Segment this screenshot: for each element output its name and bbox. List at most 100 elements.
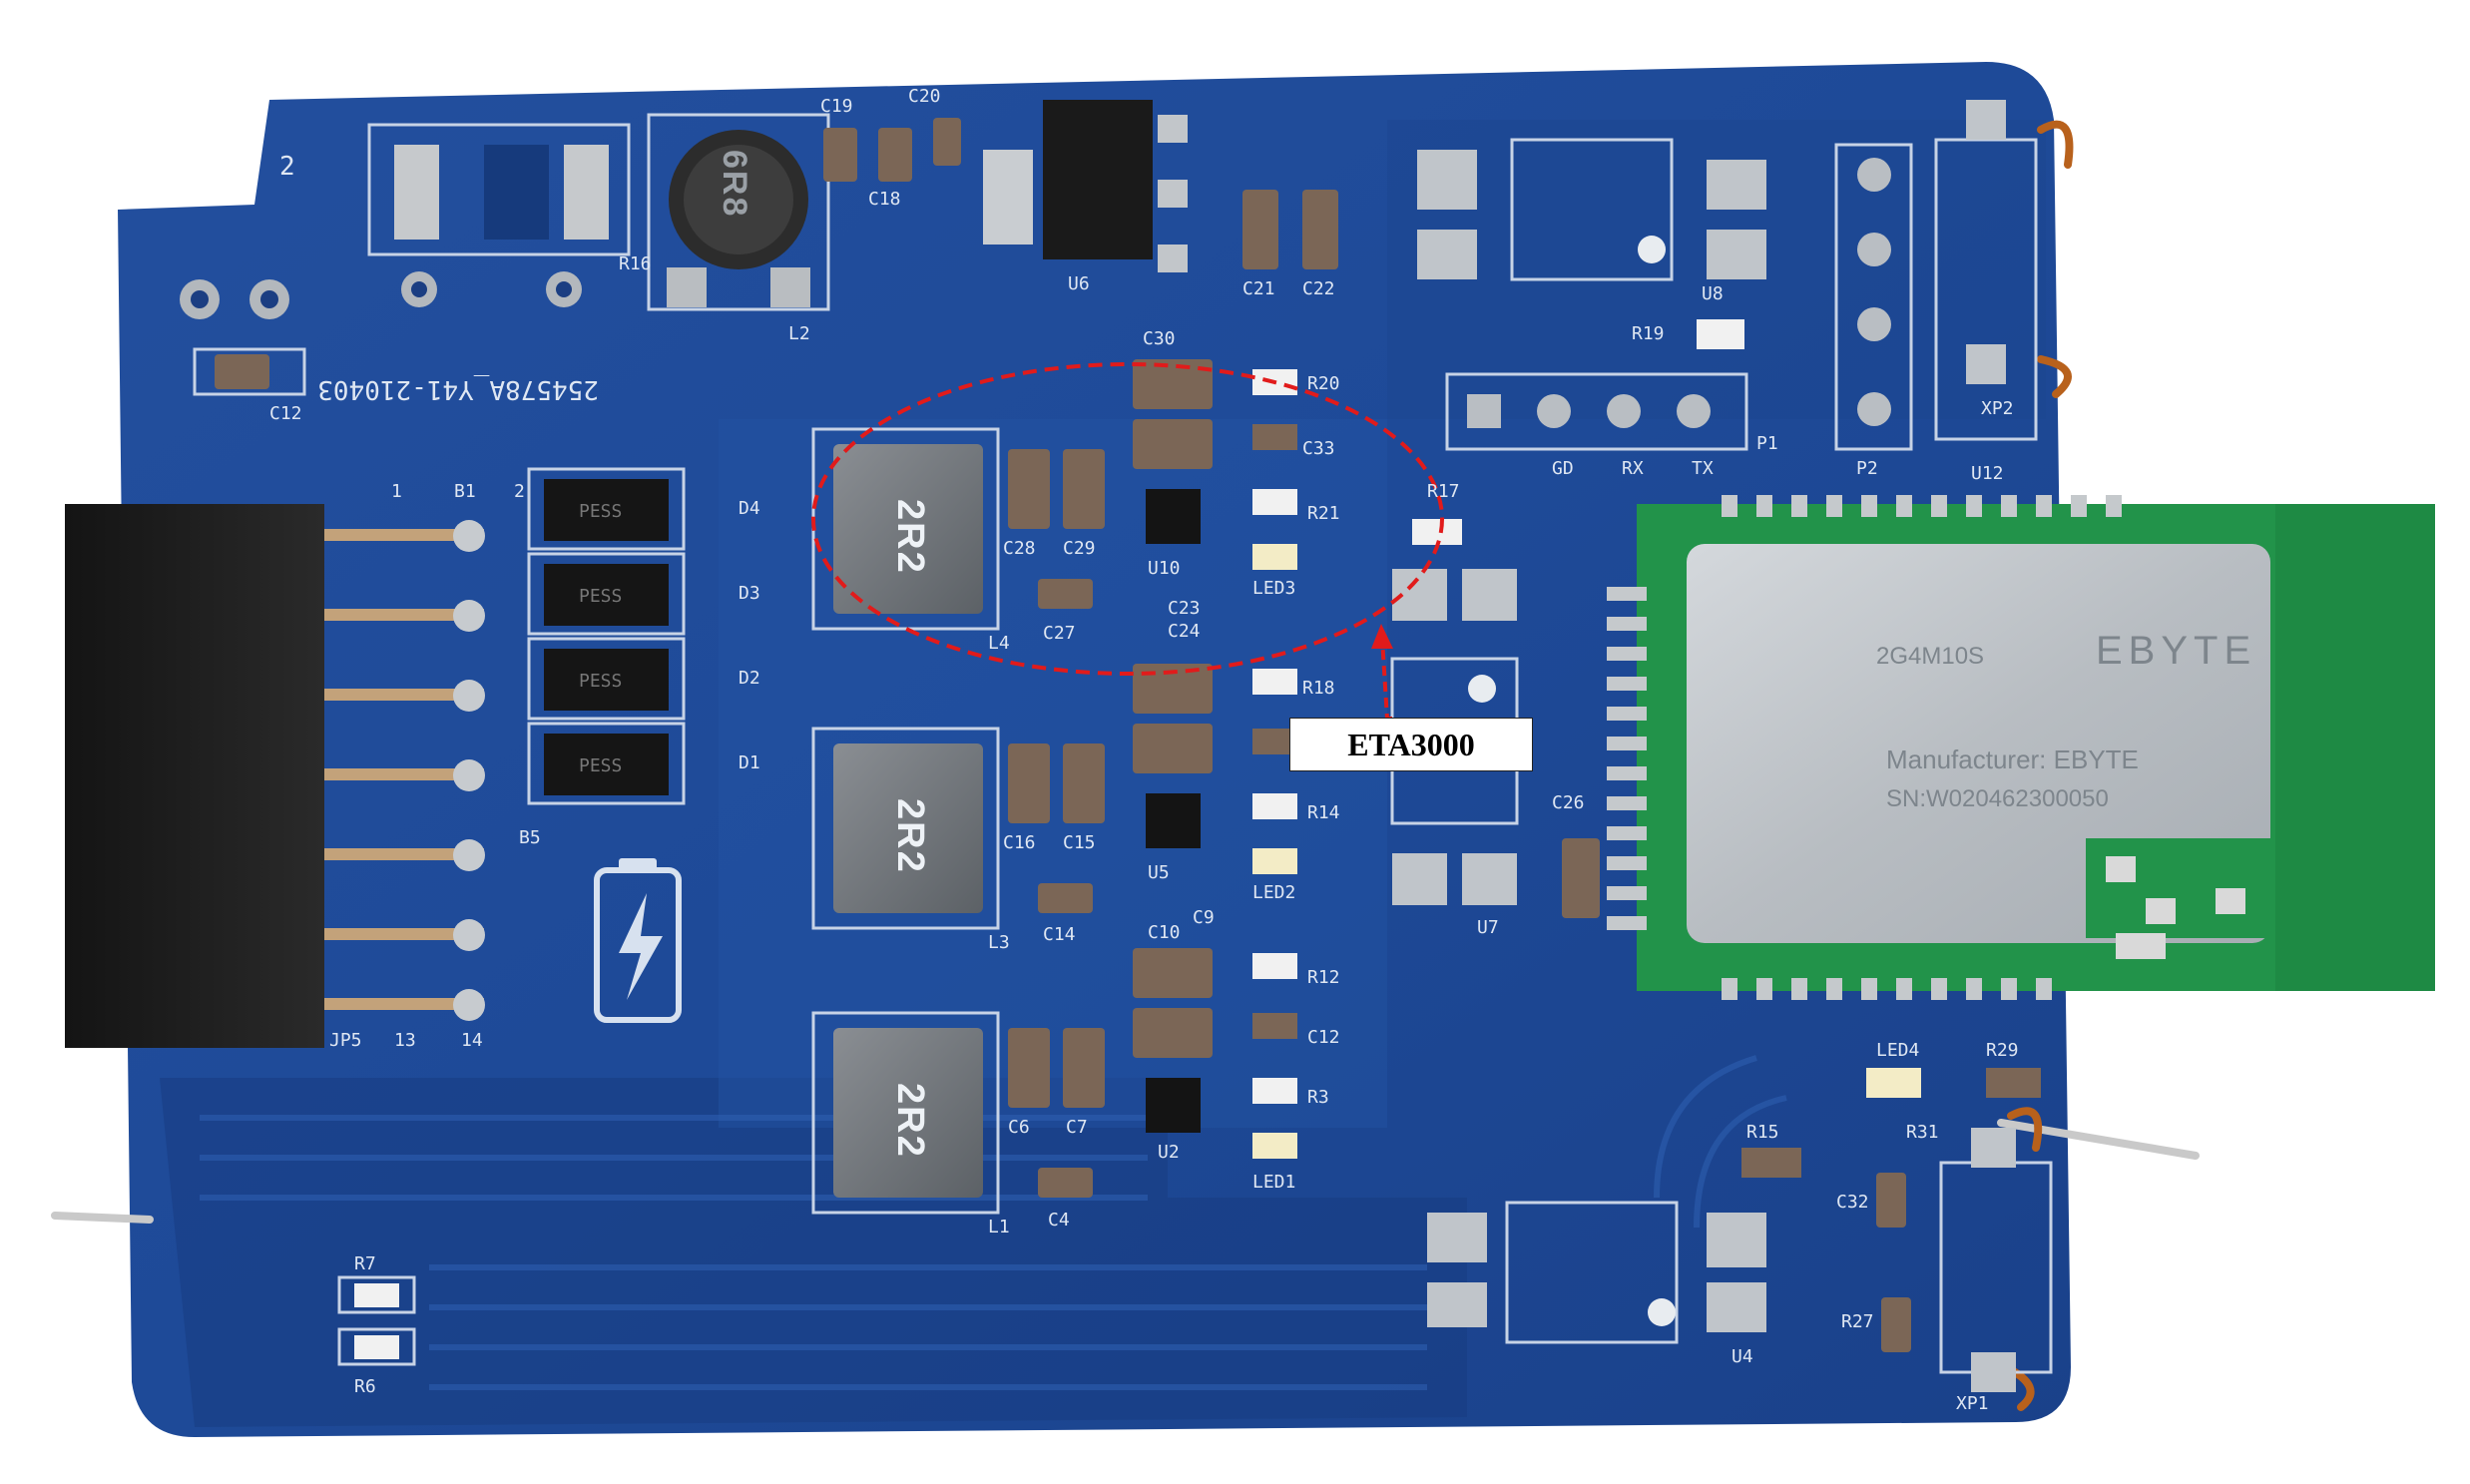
inductor-marking-2: 2R2 (889, 798, 931, 874)
silkscreen-labels: 1 2 B1 B5 13 14 JP5 D4 D3 D2 D1 R16 L2 C… (269, 86, 2019, 1414)
silk-reg1: C27 (1043, 623, 1076, 644)
battery-icon (594, 858, 682, 1023)
silk-reg1: C33 (1302, 438, 1335, 459)
inductor-marking-3: 2R2 (889, 1083, 931, 1159)
silk-diode: D4 (739, 498, 760, 519)
silk-reg3: C12 (1307, 1027, 1340, 1048)
silk-right: R31 (1906, 1122, 1939, 1143)
regulator-2 (811, 664, 1297, 930)
silk-reg1: U10 (1148, 558, 1181, 579)
diode-marking-1: PESS (579, 501, 622, 522)
silk-right: R29 (1986, 1040, 2019, 1061)
silk-header-pin: 14 (461, 1030, 483, 1051)
silk-bottom-left: R6 (354, 1376, 376, 1397)
silk-reg3: C10 (1148, 922, 1181, 943)
silk-right: LED4 (1876, 1040, 1919, 1061)
silk-reg3: C7 (1066, 1117, 1088, 1138)
silk-right: R17 (1427, 481, 1460, 502)
silk-reg2: C23 (1168, 598, 1201, 619)
silk-reg2: C15 (1063, 832, 1096, 853)
bottom-left-resistors (337, 1275, 416, 1366)
silk-header-pin: B5 (519, 827, 541, 848)
silk-reg1: C28 (1003, 538, 1036, 559)
silk-top: C20 (908, 86, 941, 107)
regulator-3 (811, 948, 1297, 1215)
silk-bottom-left: R7 (354, 1253, 376, 1274)
top-power-section (180, 100, 1338, 396)
silk-header-pin: 1 (391, 481, 402, 502)
silk-right: R27 (1841, 1311, 1874, 1332)
diode-marking-3: PESS (579, 671, 622, 692)
big-inductor-marking: 6R8 (716, 150, 753, 218)
silk-diode: D3 (739, 583, 760, 604)
silk-top: U6 (1068, 273, 1090, 294)
silk-reg3: LED1 (1252, 1172, 1295, 1193)
silk-port: GD (1552, 458, 1574, 479)
silk-port: R19 (1632, 323, 1665, 344)
module-sn: SN:W020462300050 (1886, 785, 2109, 812)
silk-reg2: R18 (1302, 678, 1335, 699)
silk-diode: D1 (739, 752, 760, 773)
silk-top: C12 (269, 403, 302, 424)
silk-header-pin: 13 (394, 1030, 416, 1051)
wires (51, 120, 2200, 1411)
silk-reg3: L1 (988, 1217, 1010, 1237)
silk-reg2: C24 (1168, 621, 1201, 642)
silk-port: U8 (1702, 283, 1724, 304)
silk-port: P1 (1756, 433, 1778, 454)
silk-top: 2 (279, 152, 295, 182)
silk-reg1: R20 (1307, 373, 1340, 394)
silk-reg1: L4 (988, 633, 1010, 654)
silk-reg2: LED2 (1252, 882, 1295, 903)
silk-reg1: C29 (1063, 538, 1096, 559)
silk-header-pin: JP5 (329, 1030, 362, 1051)
silk-top: C18 (868, 189, 901, 210)
board-marking: 254578A_Y41-210403 (317, 374, 599, 404)
silk-right: XP1 (1956, 1393, 1989, 1414)
silk-top: C22 (1302, 278, 1335, 299)
top-right-ports (1417, 100, 2038, 451)
diode-marking-4: PESS (579, 755, 622, 776)
silk-reg2: U5 (1148, 862, 1170, 883)
silk-reg2: L3 (988, 932, 1010, 953)
silk-port: RX (1622, 458, 1644, 479)
bluetooth-module (1607, 495, 2435, 1000)
silk-reg3: R3 (1307, 1087, 1329, 1108)
pin-header (65, 504, 485, 1048)
silk-reg3: U2 (1158, 1142, 1180, 1163)
silk-top: C19 (820, 96, 853, 117)
silk-reg3: R12 (1307, 967, 1340, 988)
silk-reg1: C30 (1143, 328, 1176, 349)
silk-top: R16 (619, 253, 652, 274)
diodes (527, 467, 686, 805)
silk-right: C32 (1836, 1192, 1869, 1213)
silk-diode: D2 (739, 668, 760, 689)
silk-reg1: LED3 (1252, 578, 1295, 599)
silk-right: U4 (1731, 1346, 1753, 1367)
bottom-right-area (1427, 1068, 2053, 1392)
silk-right: C26 (1552, 792, 1585, 813)
eta3000-callout: ETA3000 (1289, 718, 1533, 771)
silk-right: U7 (1477, 917, 1499, 938)
silk-header-pin: 2 (514, 481, 525, 502)
module-brand: EBYTE (2096, 629, 2256, 673)
silk-reg3: C6 (1008, 1117, 1030, 1138)
silk-port: U12 (1971, 463, 2004, 484)
silk-top: C21 (1242, 278, 1275, 299)
silk-reg1: R21 (1307, 503, 1340, 524)
highlight-ellipse (811, 362, 1444, 676)
module-manufacturer: Manufacturer: EBYTE (1886, 744, 2139, 774)
silk-reg2: R14 (1307, 802, 1340, 823)
inductor-marking-1: 2R2 (889, 499, 931, 575)
silk-right: R15 (1746, 1122, 1779, 1143)
silk-port: XP2 (1981, 398, 2014, 419)
silk-reg2: C14 (1043, 924, 1076, 945)
module-model: 2G4M10S (1876, 643, 1984, 670)
silk-port: P2 (1856, 458, 1878, 479)
diode-marking-2: PESS (579, 586, 622, 607)
silk-reg3: C9 (1193, 907, 1215, 928)
silk-reg2: C16 (1003, 832, 1036, 853)
silk-top: L2 (788, 323, 810, 344)
silk-reg3: C4 (1048, 1210, 1070, 1231)
